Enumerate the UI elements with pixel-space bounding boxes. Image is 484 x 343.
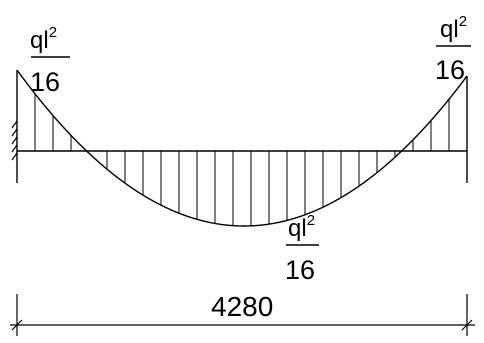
moment-curve [16, 69, 468, 227]
dimension-tick-right [461, 319, 473, 331]
svg-text:ql2: ql2 [30, 24, 57, 54]
right-moment-label: ql2 16 [435, 13, 471, 85]
dimension-length-label: 4280 [211, 291, 273, 322]
left-moment-exponent: 2 [49, 24, 57, 41]
mid-moment-exponent: 2 [307, 212, 315, 229]
mid-moment-denominator: 16 [285, 255, 315, 285]
right-moment-denominator: 16 [435, 55, 465, 85]
svg-text:ql2: ql2 [288, 212, 315, 242]
mid-moment-label: ql2 16 [285, 212, 319, 285]
svg-text:ql2: ql2 [440, 13, 467, 43]
dimension-tick-left [11, 319, 23, 331]
dimension-line [10, 294, 475, 336]
left-moment-label: ql2 16 [30, 24, 70, 97]
left-moment-denominator: 16 [30, 67, 60, 97]
mid-moment-numerator: ql [288, 215, 307, 242]
moment-hatching [34, 93, 450, 226]
right-moment-numerator: ql [440, 16, 459, 43]
left-fixed-support [11, 120, 18, 161]
right-moment-exponent: 2 [459, 13, 467, 30]
left-moment-numerator: ql [30, 27, 49, 54]
